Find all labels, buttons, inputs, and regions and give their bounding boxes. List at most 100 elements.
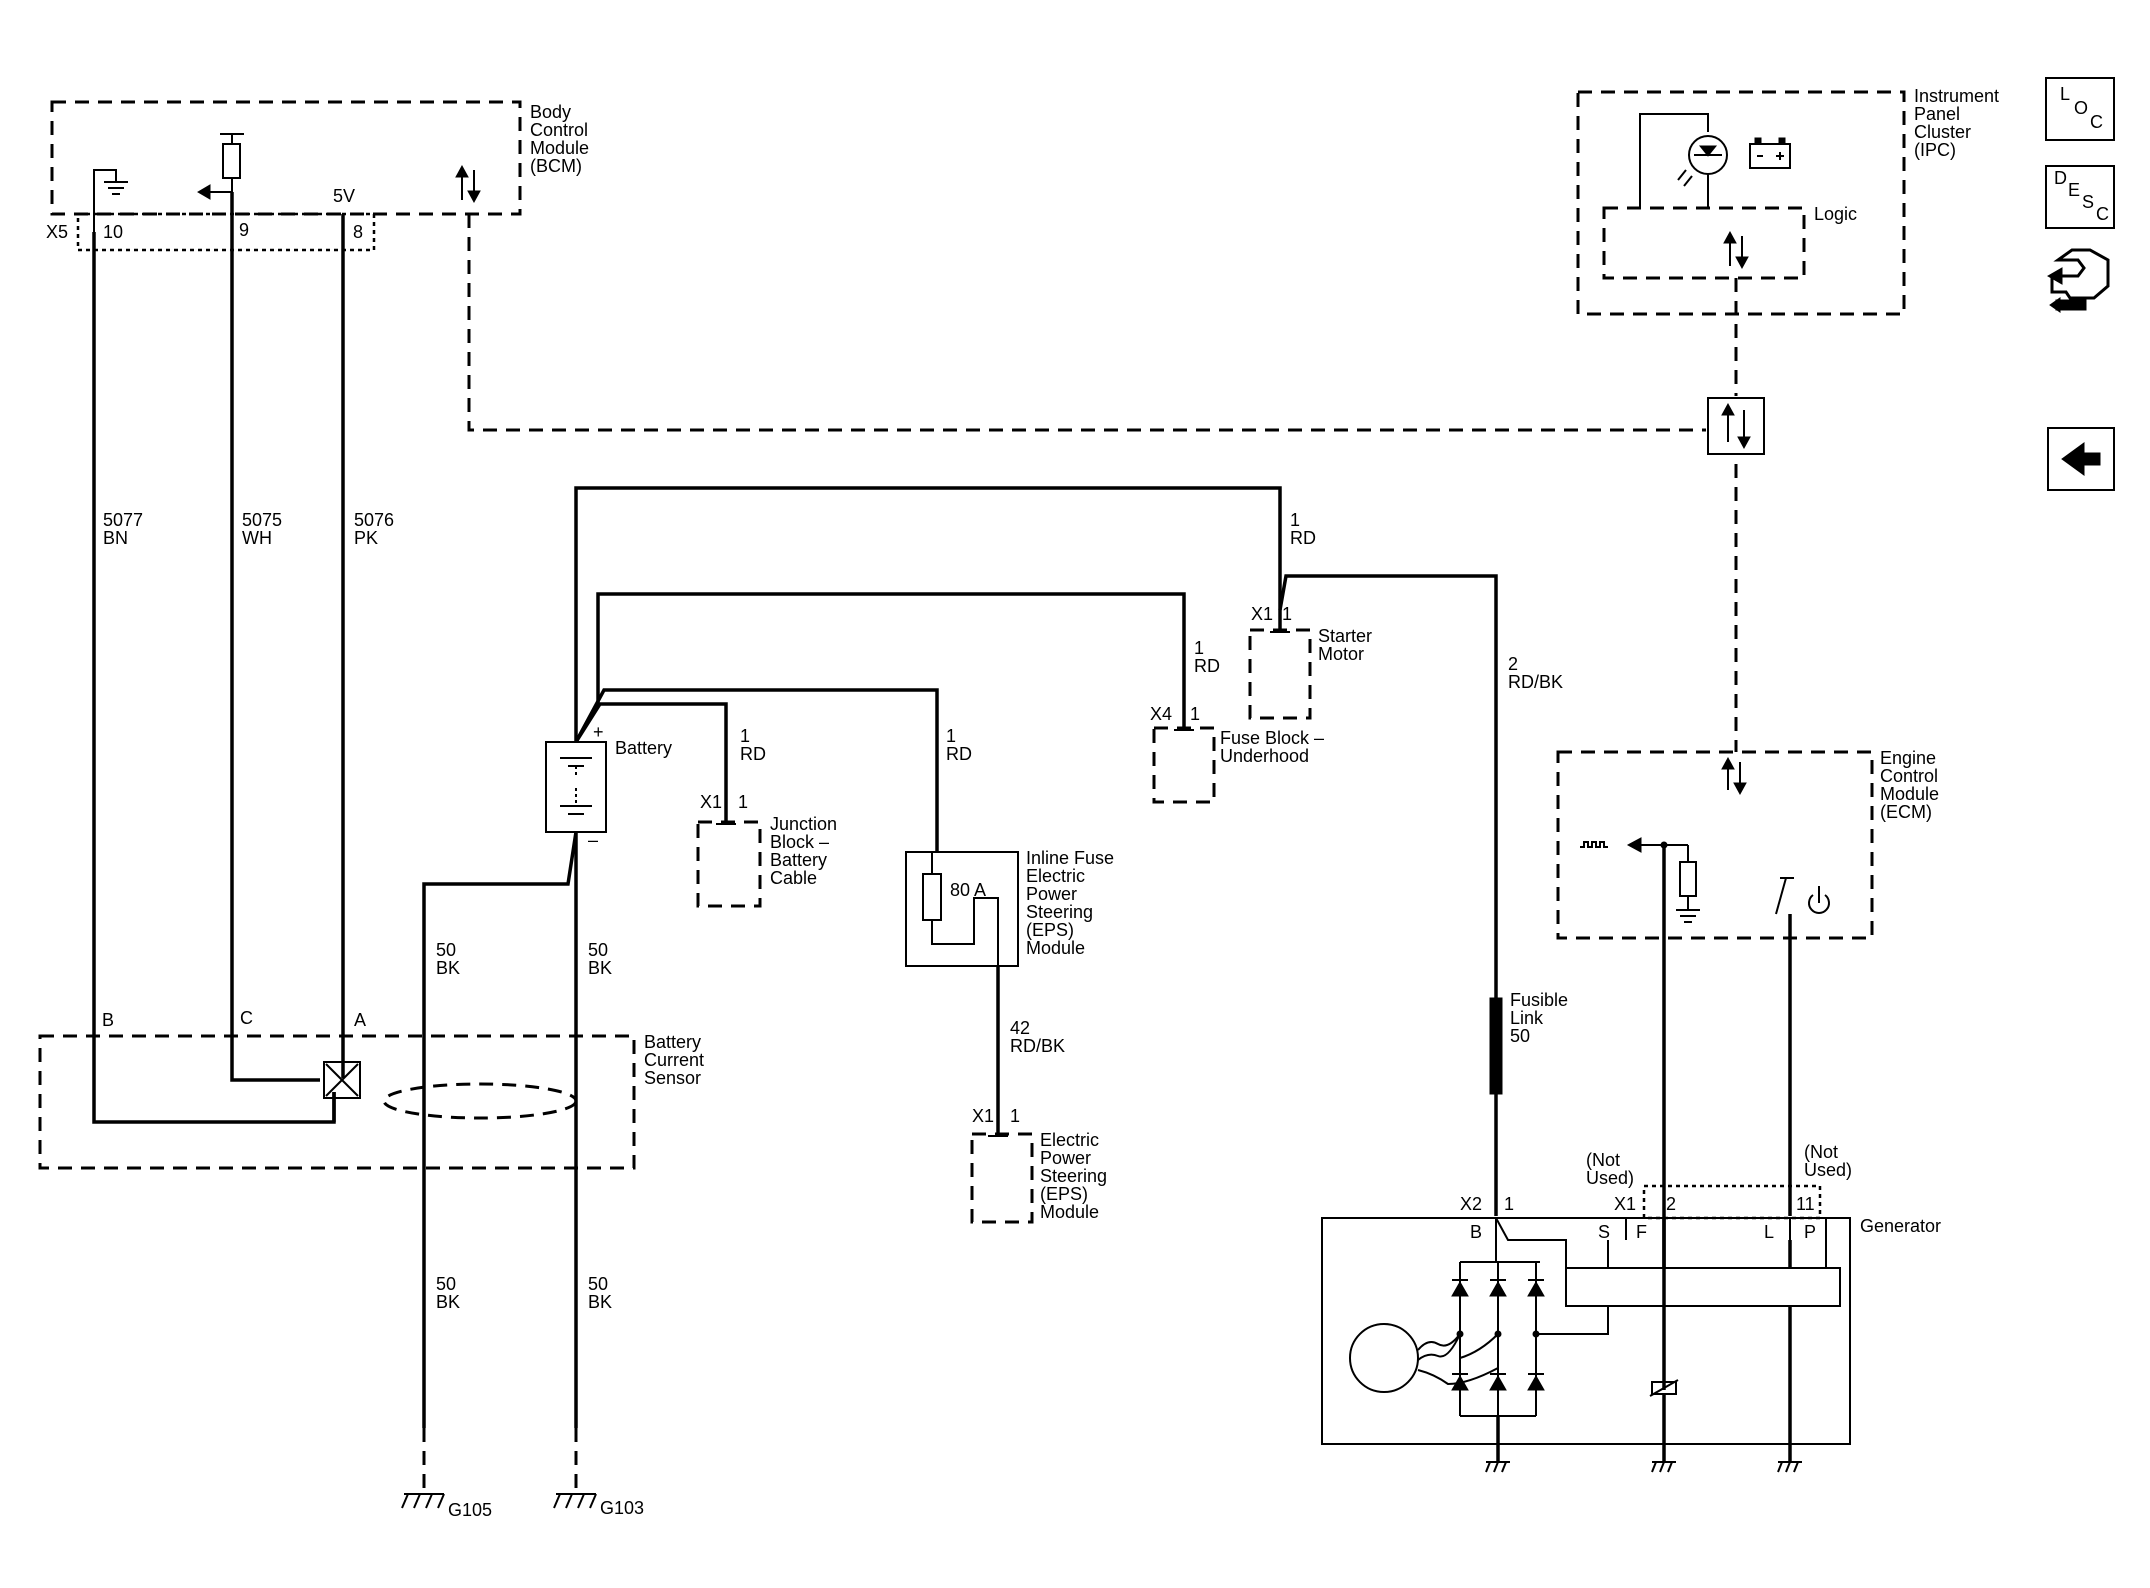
desc-letter-s: S — [2082, 192, 2094, 212]
toolbar: L O C D E S C — [2045, 77, 2115, 491]
back-arrow-button[interactable] — [2047, 427, 2115, 491]
bcm-ground-icon — [93, 169, 128, 232]
starter-outline — [1248, 628, 1312, 720]
battery-plus-label: + — [593, 722, 604, 742]
location-view-button[interactable]: L O C — [2045, 77, 2115, 141]
fusible-link-label-1: Fusible — [1510, 990, 1568, 1010]
battery-component: + – Battery — [545, 722, 672, 850]
battery-label: Battery — [615, 738, 672, 758]
generator-ground-icon-3 — [1777, 1461, 1802, 1473]
sensor-pin-c-label: C — [240, 1008, 253, 1028]
bcm-connector-x5 — [76, 212, 376, 252]
ipc-data-arrows-icon — [1723, 230, 1749, 270]
wire-eps-label-1: 42 — [1010, 1018, 1030, 1038]
generator-terminal-p: P — [1804, 1222, 1816, 1242]
generator: Generator X2 1 X1 2 11 (Not Used) (Not U… — [1321, 1142, 1941, 1473]
junction-x1-label: X1 — [700, 792, 722, 812]
battery-minus-label: – — [588, 830, 598, 850]
ipc-logic-box — [1602, 206, 1806, 280]
sensor-pin-b-label: B — [102, 1010, 114, 1030]
wire-neg2-label-2: BK — [588, 958, 612, 978]
wire-fuseblock-label-2: RD — [1194, 656, 1220, 676]
loc-letter-l: L — [2060, 84, 2070, 104]
starter-x1-label: X1 — [1251, 604, 1273, 624]
generator-x2-label: X2 — [1460, 1194, 1482, 1214]
battery-positive-feeds: 1 RD 1 RD 1 RD 1 RD 2 RD/BK — [574, 486, 1563, 998]
bcm-label-line2: Control — [530, 120, 588, 140]
eps-label-line4: (EPS) — [1040, 1184, 1088, 1204]
starter-pin-label: 1 — [1282, 604, 1292, 624]
ipc-label-line3: Cluster — [1914, 122, 1971, 142]
fuse-block-label-line2: Underhood — [1220, 746, 1309, 766]
generator-x2-pin-label: 1 — [1504, 1194, 1514, 1214]
wire-eps-label-2: RD/BK — [1010, 1036, 1065, 1056]
not-used-1-line1: (Not — [1586, 1150, 1620, 1170]
wire-g105-label-2: BK — [436, 1292, 460, 1312]
wire-inlinefuse-label-1: 1 — [946, 726, 956, 746]
generator-terminal-l: L — [1764, 1222, 1774, 1242]
connector-hand-icon[interactable] — [2046, 248, 2110, 313]
fusible-link-label-3: 50 — [1510, 1026, 1530, 1046]
ecm-label-line3: Module — [1880, 784, 1939, 804]
voltage-regulator-block — [1565, 1267, 1841, 1307]
ipc-outline — [1576, 90, 1906, 316]
wire-junction-label-1: 1 — [740, 726, 750, 746]
sensor-pin-a-label: A — [354, 1010, 366, 1030]
battery-current-sensor: Battery Current Sensor B C A — [38, 1008, 704, 1170]
ground-g103-icon — [553, 1493, 597, 1509]
battery-warning-icon — [1749, 137, 1791, 169]
starter-label-line1: Starter — [1318, 626, 1372, 646]
junction-label-line1: Junction — [770, 814, 837, 834]
description-view-button[interactable]: D E S C — [2045, 165, 2115, 229]
current-sense-loop — [382, 1082, 578, 1120]
desc-letter-d: D — [2054, 168, 2067, 188]
generator-label: Generator — [1860, 1216, 1941, 1236]
inline-fuse-label-line2: Electric — [1026, 866, 1085, 886]
sensor-label-line2: Current — [644, 1050, 704, 1070]
ipc-label-line4: (IPC) — [1914, 140, 1956, 160]
eps-x1-label: X1 — [972, 1106, 994, 1126]
ipc-module: Instrument Panel Cluster (IPC) Logic — [1576, 86, 1999, 316]
bcm-label-line1: Body — [530, 102, 571, 122]
bcm-pin8-label: 8 — [353, 222, 363, 242]
fuse-icon — [922, 873, 942, 921]
bcm-data-arrows-icon — [455, 164, 481, 204]
wire-neg2-label-1: 50 — [588, 940, 608, 960]
fuse-block-label-line1: Fuse Block – — [1220, 728, 1324, 748]
inline-fuse-label-line5: (EPS) — [1026, 920, 1074, 940]
not-used-2-line1: (Not — [1804, 1142, 1838, 1162]
starter-motor: X1 1 Starter Motor — [1248, 604, 1372, 720]
wire-5075-label-1: 5075 — [242, 510, 282, 530]
rectifier-bridge-icon — [1451, 1262, 1609, 1417]
sensor-label-line3: Sensor — [644, 1068, 701, 1088]
ecm-label-line1: Engine — [1880, 748, 1936, 768]
generator-terminal-s: S — [1598, 1222, 1610, 1242]
inline-fuse-outline — [905, 851, 1019, 967]
bcm-label-line3: Module — [530, 138, 589, 158]
ecm-label-line2: Control — [1880, 766, 1938, 786]
wire-g103-label-1: 50 — [588, 1274, 608, 1294]
fuse-block-pin-label: 1 — [1190, 704, 1200, 724]
fusible-link-label-2: Link — [1510, 1008, 1544, 1028]
generator-pin11-label: 11 — [1796, 1194, 1815, 1214]
inline-fuse-label-line4: Steering — [1026, 902, 1093, 922]
fuse-block-underhood: X4 1 Fuse Block – Underhood — [1150, 704, 1324, 804]
ecm-pwm-signal-icon — [1580, 837, 1700, 923]
ecm-outline — [1556, 750, 1874, 940]
wire-fuseblock-label-1: 1 — [1194, 638, 1204, 658]
wire-5076-label-2: PK — [354, 528, 378, 548]
eps-label-line2: Power — [1040, 1148, 1091, 1168]
inline-fuse-label-line6: Module — [1026, 938, 1085, 958]
wire-neg1-label-2: BK — [436, 958, 460, 978]
fuse-rating-label: 80 A — [950, 880, 986, 900]
loc-letter-c: C — [2090, 112, 2103, 132]
bcm-module: Body Control Module (BCM) X5 10 9 8 5V — [46, 100, 589, 252]
eps-label-line1: Electric — [1040, 1130, 1099, 1150]
not-used-1-line2: Used) — [1586, 1168, 1634, 1188]
eps-label-line3: Steering — [1040, 1166, 1107, 1186]
wire-g105-label-1: 50 — [436, 1274, 456, 1294]
wire-5076-label-1: 5076 — [354, 510, 394, 530]
wire-g103-label-2: BK — [588, 1292, 612, 1312]
ipc-logic-label: Logic — [1814, 204, 1857, 224]
generator-ground-icon-1 — [1485, 1461, 1510, 1473]
